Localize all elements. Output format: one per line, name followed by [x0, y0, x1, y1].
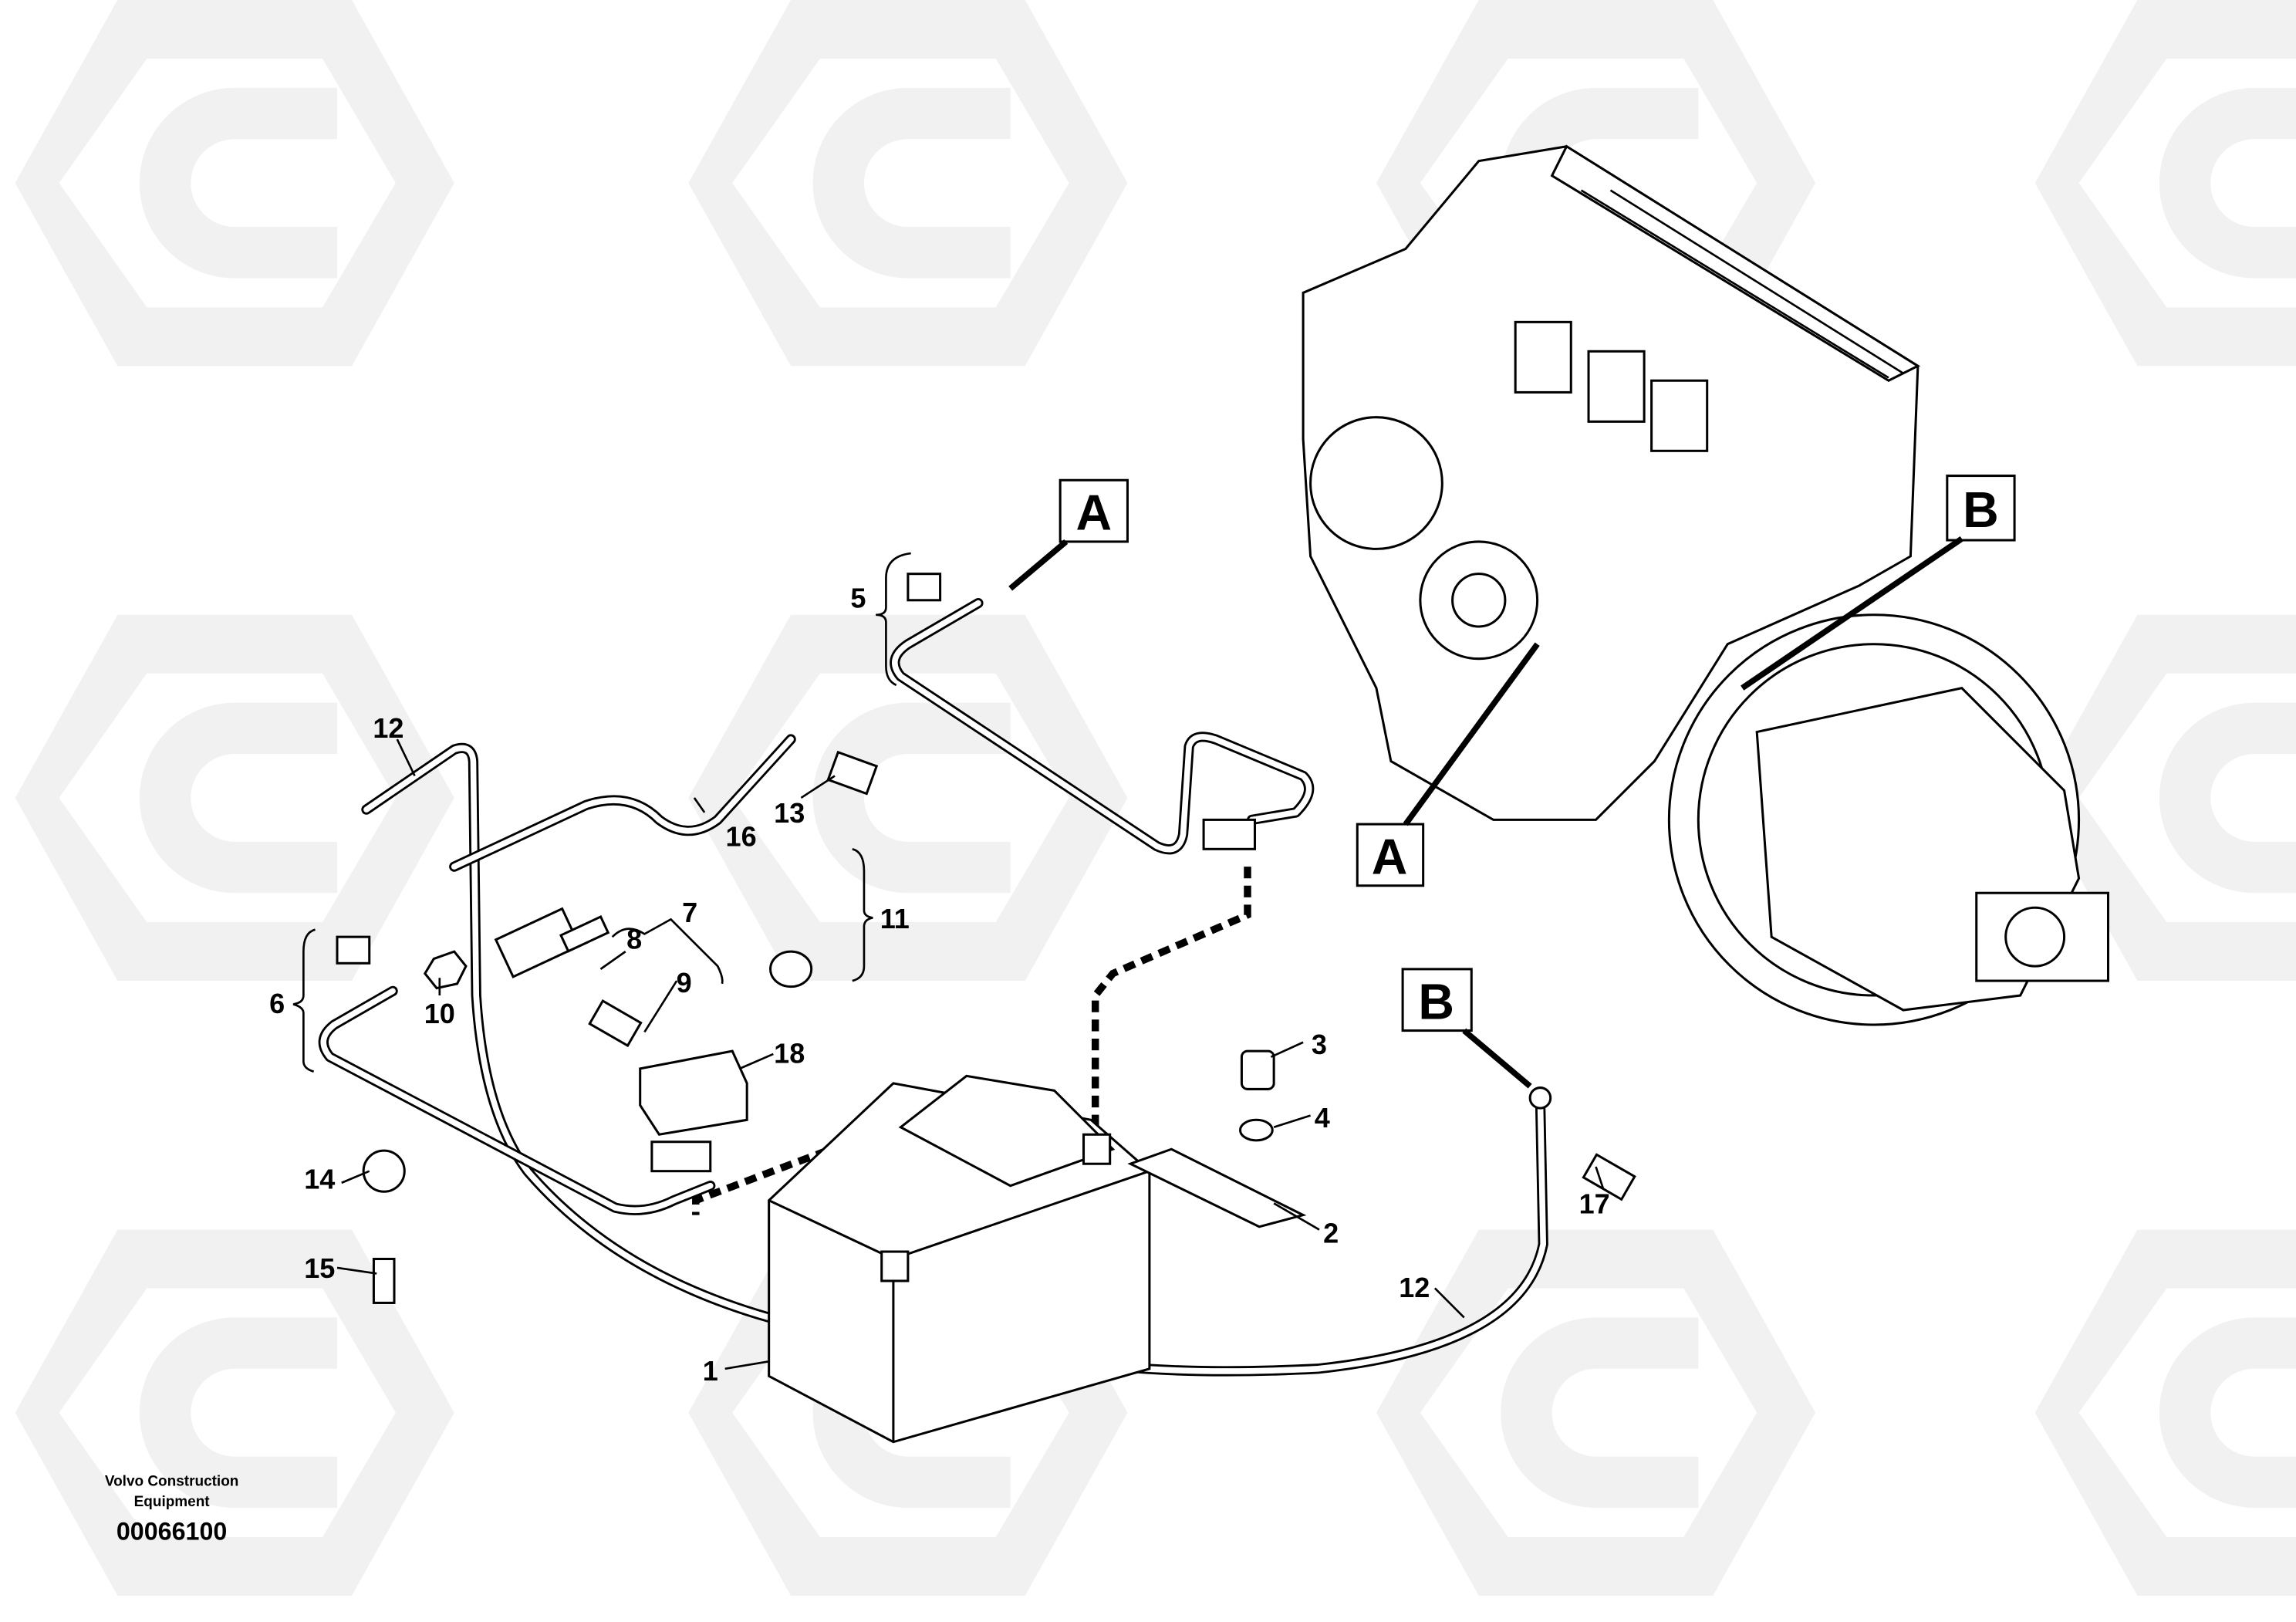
reference-B-bottom: B	[1401, 968, 1532, 1089]
terminal-clamp-2	[650, 1140, 712, 1173]
reference-label-a: A	[1076, 485, 1113, 541]
reference-label-a: A	[1372, 830, 1408, 885]
clamp-14	[362, 1149, 406, 1193]
bolt-15	[372, 1257, 396, 1304]
callout-4: 4	[1315, 1102, 1330, 1134]
callout-17: 17	[1579, 1188, 1610, 1220]
reference-B-engine: B	[1741, 475, 2016, 691]
drawing-number: 00066100	[116, 1518, 227, 1546]
callout-9: 9	[677, 967, 692, 999]
company-name-line1: Volvo Construction	[105, 1474, 239, 1490]
terminal-clamp	[1202, 818, 1257, 850]
callout-6: 6	[269, 988, 285, 1019]
washer-4	[1239, 1118, 1274, 1142]
bolt-9	[588, 999, 643, 1048]
callout-labels: 1 2 3 4 5 6 7 8 9 10 11 12 13 14 15 16 1…	[269, 582, 1609, 1387]
callout-14: 14	[304, 1163, 335, 1195]
connector-6	[336, 935, 371, 965]
battery-hold-down-2	[1127, 1147, 1307, 1228]
reference-A-engine: A	[1356, 642, 1540, 887]
reference-label-b: B	[1963, 482, 1999, 538]
callout-7: 7	[682, 897, 697, 928]
terminal-cover-18	[639, 1049, 748, 1136]
callout-12-second: 12	[1399, 1272, 1430, 1303]
watermark-logos	[15, 0, 2296, 1596]
callout-3: 3	[1312, 1029, 1327, 1060]
nut-10	[423, 950, 468, 990]
brackets	[292, 552, 911, 1073]
leader-lines	[336, 738, 1605, 1370]
reference-label-b: B	[1418, 974, 1454, 1029]
switch-7	[494, 907, 582, 978]
callout-10: 10	[424, 998, 455, 1029]
small-parts	[336, 573, 1636, 1304]
callout-12: 12	[373, 712, 403, 744]
reference-A-top: A	[1008, 478, 1129, 591]
callout-1: 1	[703, 1355, 718, 1387]
engine-assembly	[1302, 144, 2110, 1026]
connector-5	[907, 573, 942, 602]
callout-2: 2	[1323, 1218, 1339, 1249]
callout-5: 5	[850, 582, 866, 613]
cap-11	[769, 950, 813, 988]
callout-15: 15	[304, 1252, 335, 1284]
bolt-3	[1240, 1049, 1275, 1090]
battery	[768, 1074, 1151, 1444]
footer-block: Volvo Construction Equipment 00066100	[105, 1474, 239, 1546]
callout-8: 8	[626, 923, 642, 955]
company-name-line2: Equipment	[134, 1494, 211, 1510]
bolt-13	[826, 750, 879, 796]
key-8	[559, 914, 610, 953]
callout-11: 11	[880, 903, 910, 934]
callout-13: 13	[774, 797, 805, 829]
callout-18: 18	[774, 1037, 805, 1069]
callout-16: 16	[726, 821, 757, 853]
